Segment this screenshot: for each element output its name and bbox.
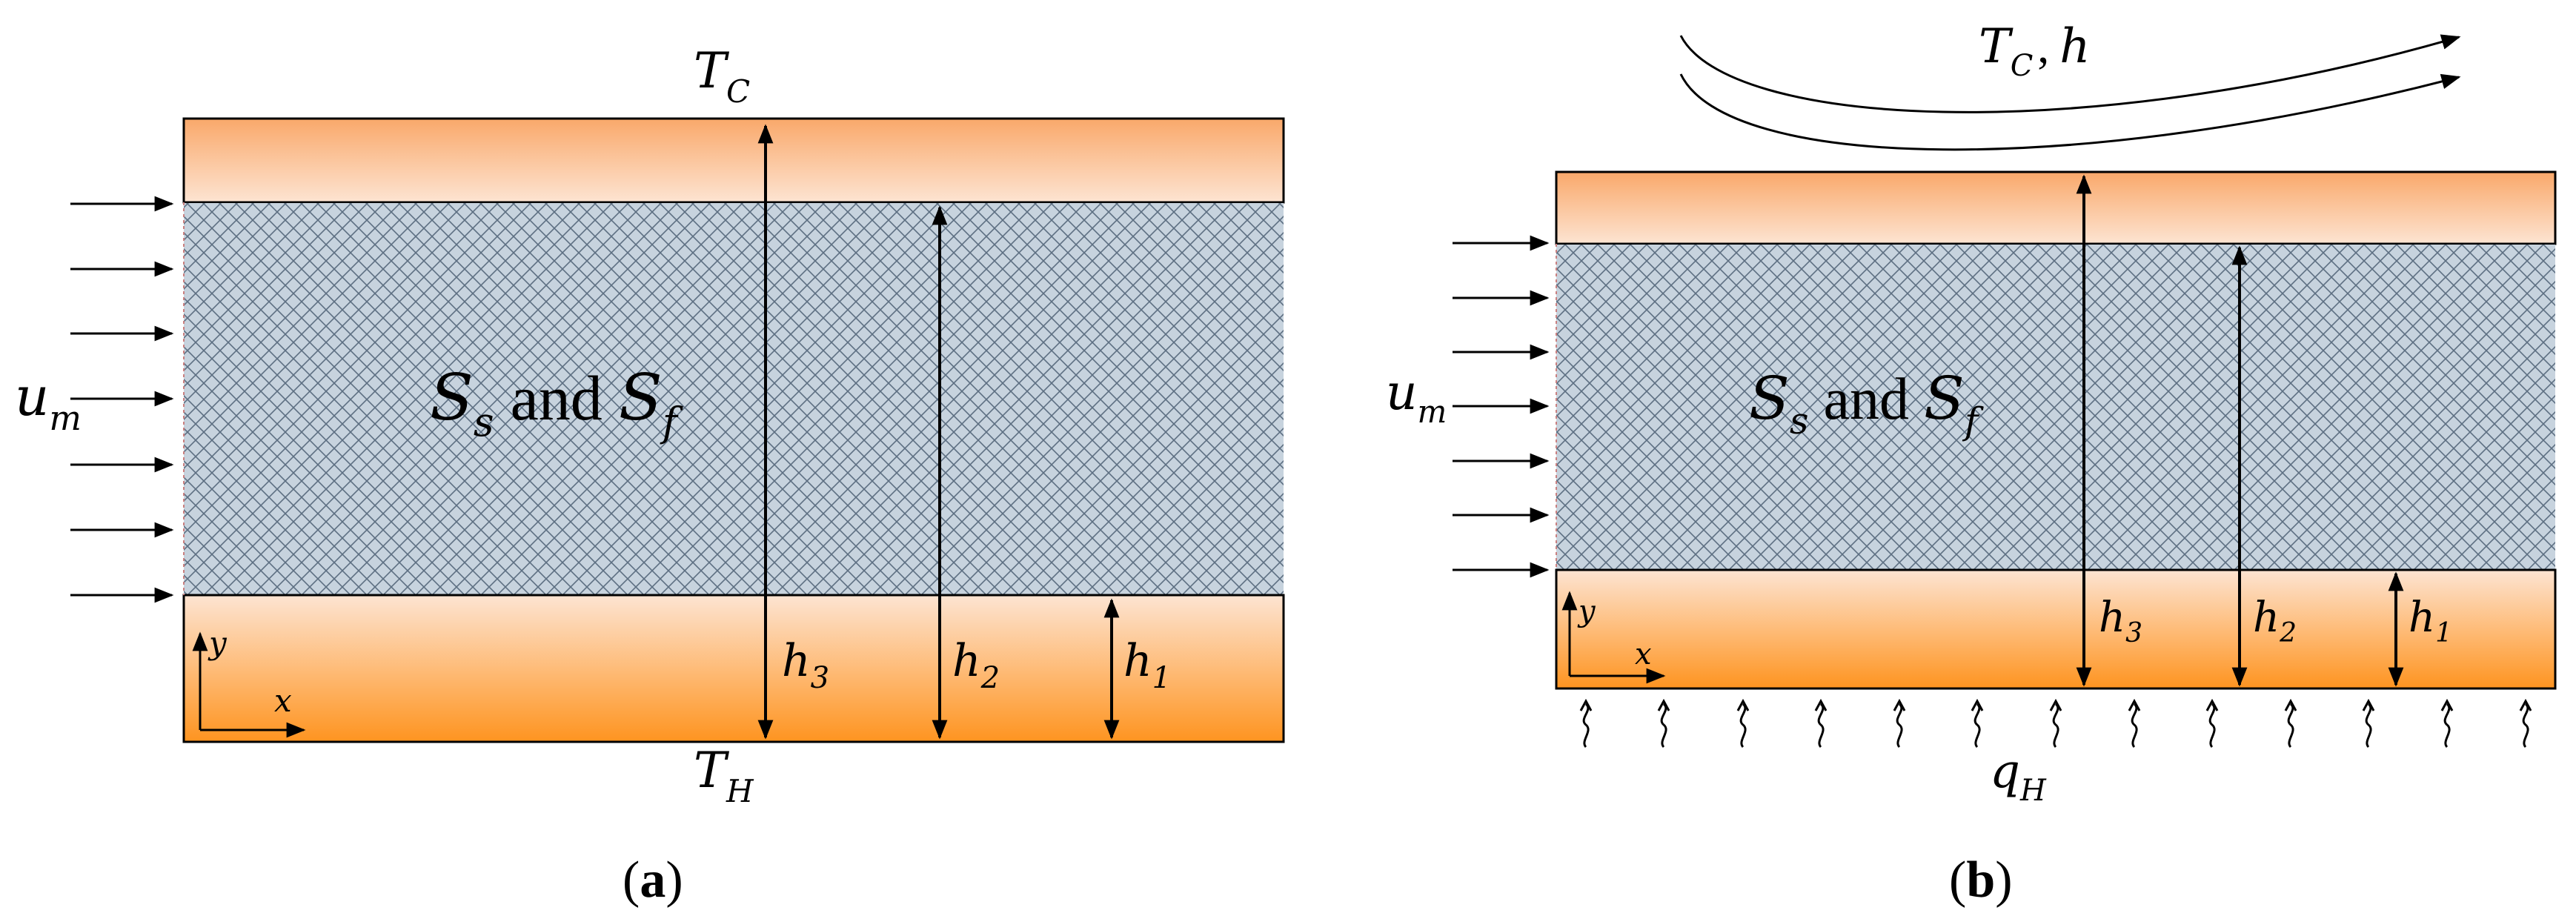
inlet-velocity-label: um — [1386, 364, 1447, 430]
top-condition-label: TC,h — [1979, 19, 2091, 83]
dimension-arrows — [757, 124, 1120, 740]
wavy-up-arrow-icon — [1579, 700, 1593, 749]
wavy-up-arrow-icon — [1971, 700, 1984, 749]
dimension-arrows — [2076, 174, 2404, 687]
h3-label: h3 — [782, 635, 829, 695]
porous-layer — [184, 202, 1284, 595]
bottom-temperature-label: TH — [694, 742, 754, 809]
curved-arrow-icon — [1679, 73, 2461, 151]
bottom-wall — [182, 594, 1285, 743]
wavy-up-arrow-icon — [2362, 700, 2375, 749]
wavy-up-arrow-icon — [2519, 700, 2532, 749]
axis-x-label: x — [274, 683, 292, 719]
h1-label: h1 — [1123, 635, 1171, 695]
inlet-arrows — [1453, 235, 1550, 578]
panel-a-caption: (a) — [623, 852, 683, 909]
heat-flux-arrows — [1579, 700, 2532, 749]
inlet-velocity-label: um — [15, 365, 82, 438]
wavy-up-arrow-icon — [1736, 700, 1750, 749]
coordinate-axes — [192, 631, 306, 738]
wavy-up-arrow-icon — [2128, 700, 2141, 749]
curved-arrow-icon — [1679, 34, 2461, 113]
axis-y-label: y — [1577, 594, 1596, 628]
wavy-up-arrow-icon — [1657, 700, 1670, 749]
wavy-up-arrow-icon — [1814, 700, 1828, 749]
coordinate-axes — [1561, 591, 1666, 684]
h2-label: h2 — [952, 635, 1000, 695]
wavy-up-arrow-icon — [2440, 700, 2454, 749]
axis-x-label: x — [1635, 637, 1652, 671]
wavy-up-arrow-icon — [2205, 700, 2219, 749]
heat-flux-label: qH — [1990, 744, 2047, 808]
h3-label: h3 — [2099, 594, 2142, 648]
top-temperature-label: TC — [694, 42, 750, 110]
bottom-wall — [1555, 568, 2557, 690]
top-wall — [182, 117, 1285, 204]
wavy-up-arrow-icon — [2284, 700, 2297, 749]
top-wall — [1555, 170, 2557, 245]
top-flow-arrows — [1679, 34, 2461, 151]
axis-y-label: y — [208, 625, 228, 661]
inlet-arrows — [70, 196, 174, 603]
panel-b-caption: (b) — [1949, 852, 2013, 909]
h1-label: h1 — [2409, 594, 2452, 648]
wavy-up-arrow-icon — [1893, 700, 1906, 749]
wavy-up-arrow-icon — [2049, 700, 2062, 749]
porous-layer — [1556, 244, 2555, 570]
h2-label: h2 — [2253, 594, 2297, 648]
